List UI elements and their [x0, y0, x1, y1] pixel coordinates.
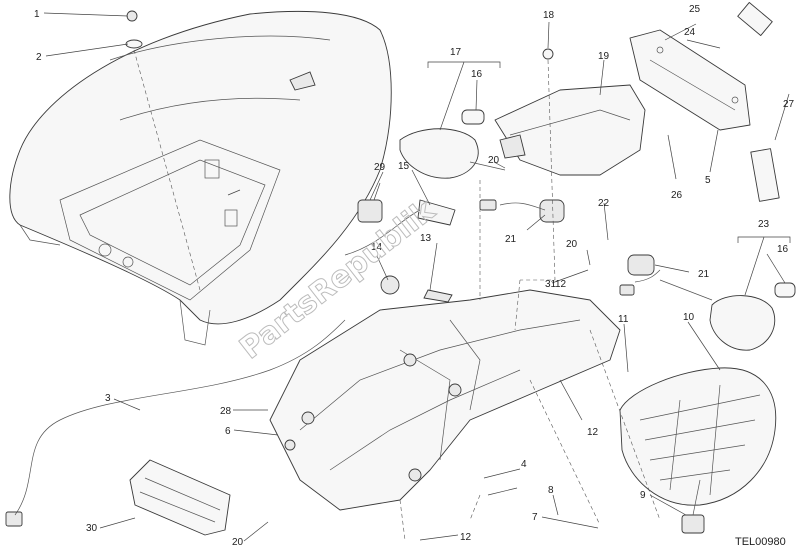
callout-labels: 1 2 3 4 5 6 7 8 9 10 11 12 12 12 13 14 1… — [34, 4, 795, 548]
callout-24: 24 — [684, 27, 696, 38]
callout-31: 31 — [545, 279, 557, 290]
callout-16-b: 16 — [777, 244, 789, 255]
callout-20-a: 20 — [488, 155, 500, 166]
wiring-harness — [14, 319, 346, 516]
leader-lines — [43, 12, 791, 542]
diagram-reference-code: TEL00980 — [735, 536, 786, 548]
callout-15: 15 — [398, 161, 410, 172]
small-parts — [5, 10, 796, 527]
callout-30: 30 — [86, 523, 98, 534]
turn-signal-left — [399, 128, 506, 179]
callout-12-a: 12 — [587, 427, 599, 438]
plate-strip — [750, 148, 780, 202]
callout-23: 23 — [758, 219, 770, 230]
callout-10: 10 — [683, 312, 695, 323]
callout-3: 3 — [105, 393, 111, 404]
callout-19: 19 — [598, 51, 610, 62]
callout-4: 4 — [521, 459, 527, 470]
callout-13: 13 — [420, 233, 432, 244]
callout-7: 7 — [532, 512, 538, 523]
callout-12-c: 12 — [555, 279, 567, 290]
callout-20-c: 20 — [232, 537, 244, 548]
callout-21-a: 21 — [505, 234, 517, 245]
callout-8: 8 — [548, 485, 554, 496]
callout-18: 18 — [543, 10, 555, 21]
number-plate-holder — [269, 289, 621, 511]
rear-mudguard — [619, 367, 777, 506]
callout-28: 28 — [220, 406, 232, 417]
lower-reflector-plate — [129, 459, 231, 536]
callout-2: 2 — [36, 52, 42, 63]
callout-16-a: 16 — [471, 69, 483, 80]
assembly-lines — [133, 49, 661, 541]
callout-27: 27 — [783, 99, 795, 110]
turn-signal-right — [659, 279, 776, 351]
tail-light — [681, 479, 705, 534]
callout-22: 22 — [598, 198, 610, 209]
callout-6: 6 — [225, 426, 231, 437]
plate-reflector — [737, 2, 773, 36]
callout-14: 14 — [371, 242, 383, 253]
callout-29: 29 — [374, 162, 386, 173]
callout-17: 17 — [450, 47, 462, 58]
callout-5: 5 — [705, 175, 711, 186]
callout-26: 26 — [671, 190, 683, 201]
plate-light-bracket — [494, 84, 646, 176]
callout-25: 25 — [689, 4, 701, 15]
callout-12-b: 12 — [460, 532, 472, 543]
callout-11: 11 — [618, 314, 629, 325]
callout-9: 9 — [640, 490, 646, 501]
callout-21-b: 21 — [698, 269, 710, 280]
callout-1: 1 — [34, 9, 40, 20]
plate-support — [629, 29, 751, 131]
callout-20-b: 20 — [566, 239, 578, 250]
